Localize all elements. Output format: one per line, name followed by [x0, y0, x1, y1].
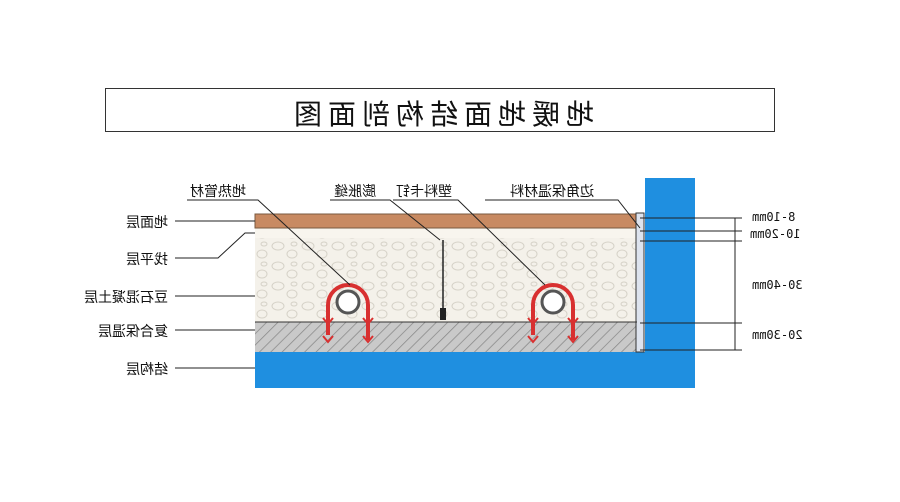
edge-insulation	[635, 212, 645, 353]
title-box: 地暖地面结构剖面图	[105, 88, 775, 132]
label-leveling-layer: 找平层	[126, 252, 168, 268]
label-plastic-clip: 塑料卡钉	[396, 184, 452, 200]
pipe-right	[527, 283, 579, 344]
label-insulation-layer: 复合保温层	[98, 324, 168, 340]
dim-insulation: 20-30mm	[752, 328, 803, 342]
dim-leveling: 10-20mm	[750, 227, 801, 241]
dim-floor: 8-10mm	[752, 210, 796, 224]
label-heating-pipe: 地热管材	[190, 184, 246, 200]
structure-layer	[255, 352, 695, 388]
plastic-clip	[440, 308, 446, 320]
label-floor-layer: 地面层	[126, 215, 168, 231]
label-expansion-joint: 膨胀缝	[334, 184, 376, 200]
insulation-layer	[255, 322, 637, 352]
floor-layer	[254, 213, 638, 229]
label-structure-layer: 结构层	[126, 362, 168, 378]
leveling-layer	[255, 228, 637, 238]
label-concrete-layer: 豆石混凝土层	[84, 290, 168, 306]
dim-concrete: 30-40mm	[752, 278, 803, 292]
pipe-left	[322, 283, 374, 344]
label-edge-insulation: 边角保温材料	[510, 184, 594, 200]
